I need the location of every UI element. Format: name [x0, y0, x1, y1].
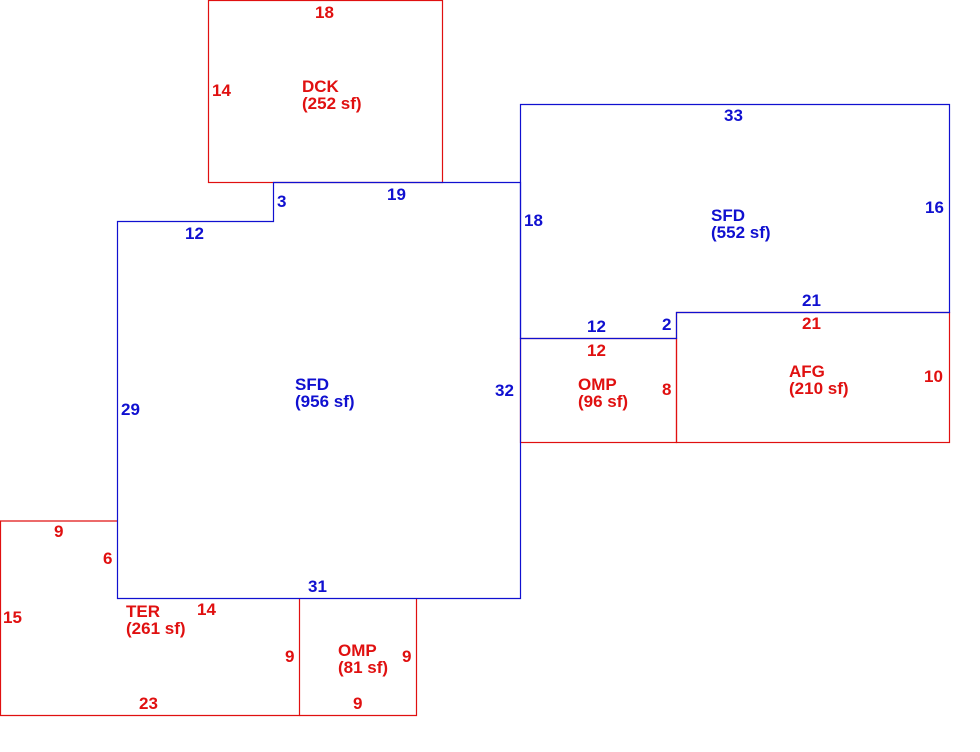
dim-ter-step-6: 6	[103, 549, 113, 568]
omp-mid-area: (96 sf)	[578, 392, 629, 411]
dim-sfd-bottom-31: 31	[308, 577, 327, 596]
dim-ter-top-9: 9	[54, 522, 64, 541]
omp-bottom-label: OMP (81 sf)	[338, 642, 388, 676]
dck-area: (252 sf)	[302, 94, 362, 113]
dim-omp-right-8: 8	[662, 380, 672, 399]
dim-omp2-right-9: 9	[402, 647, 412, 666]
sfd-upper-area: (552 sf)	[711, 223, 771, 242]
afg-area: (210 sf)	[789, 379, 849, 398]
dim-sfd-conn-18: 18	[524, 211, 543, 230]
dim-sfd2-right-16: 16	[925, 198, 944, 217]
omp-mid-label: OMP (96 sf)	[578, 376, 628, 410]
dck-code: DCK	[302, 77, 339, 96]
dim-ter-bottom-23: 23	[139, 694, 158, 713]
ter-area: (261 sf)	[126, 619, 186, 638]
sfd-main-code: SFD	[295, 375, 329, 394]
dim-afg-right-10: 10	[924, 367, 943, 386]
omp-bottom-code: OMP	[338, 641, 377, 660]
dim-sfd2-top-33: 33	[724, 106, 743, 125]
afg-label: AFG (210 sf)	[789, 363, 849, 397]
afg-code: AFG	[789, 362, 825, 381]
dim-ter-left-15: 15	[3, 608, 22, 627]
ter-label: TER (261 sf)	[126, 603, 186, 637]
dck-label: DCK (252 sf)	[302, 78, 362, 112]
dim-sfd2-step-2: 2	[662, 315, 672, 334]
dim-ter-right-9: 9	[285, 647, 295, 666]
dim-sfd-step-3: 3	[277, 192, 287, 211]
dim-omp-top-12: 12	[587, 341, 606, 360]
sfd-main-area: (956 sf)	[295, 392, 355, 411]
omp-bottom-area: (81 sf)	[338, 658, 389, 677]
dim-sfd2-bottom-12: 12	[587, 317, 606, 336]
dim-sfd2-bottom-21: 21	[802, 291, 821, 310]
dim-ter-top-14: 14	[197, 600, 216, 619]
dim-sfd-right-32: 32	[495, 381, 514, 400]
omp-mid-code: OMP	[578, 375, 617, 394]
dim-sfd-top-12: 12	[185, 224, 204, 243]
sfd-upper-code: SFD	[711, 206, 745, 225]
dim-sfd-left-29: 29	[121, 400, 140, 419]
dim-dck-left: 14	[212, 81, 231, 100]
ter-code: TER	[126, 602, 160, 621]
dim-afg-top-21: 21	[802, 314, 821, 333]
dim-dck-top: 18	[315, 3, 334, 22]
ter-outline	[0, 520, 301, 717]
sfd-upper-label: SFD (552 sf)	[711, 207, 771, 241]
sfd-upper-outline	[519, 103, 951, 340]
dim-sfd-top-19: 19	[387, 185, 406, 204]
sfd-main-label: SFD (956 sf)	[295, 376, 355, 410]
omp-bottom-outline	[299, 598, 418, 717]
dim-omp2-bottom-9: 9	[353, 694, 363, 713]
